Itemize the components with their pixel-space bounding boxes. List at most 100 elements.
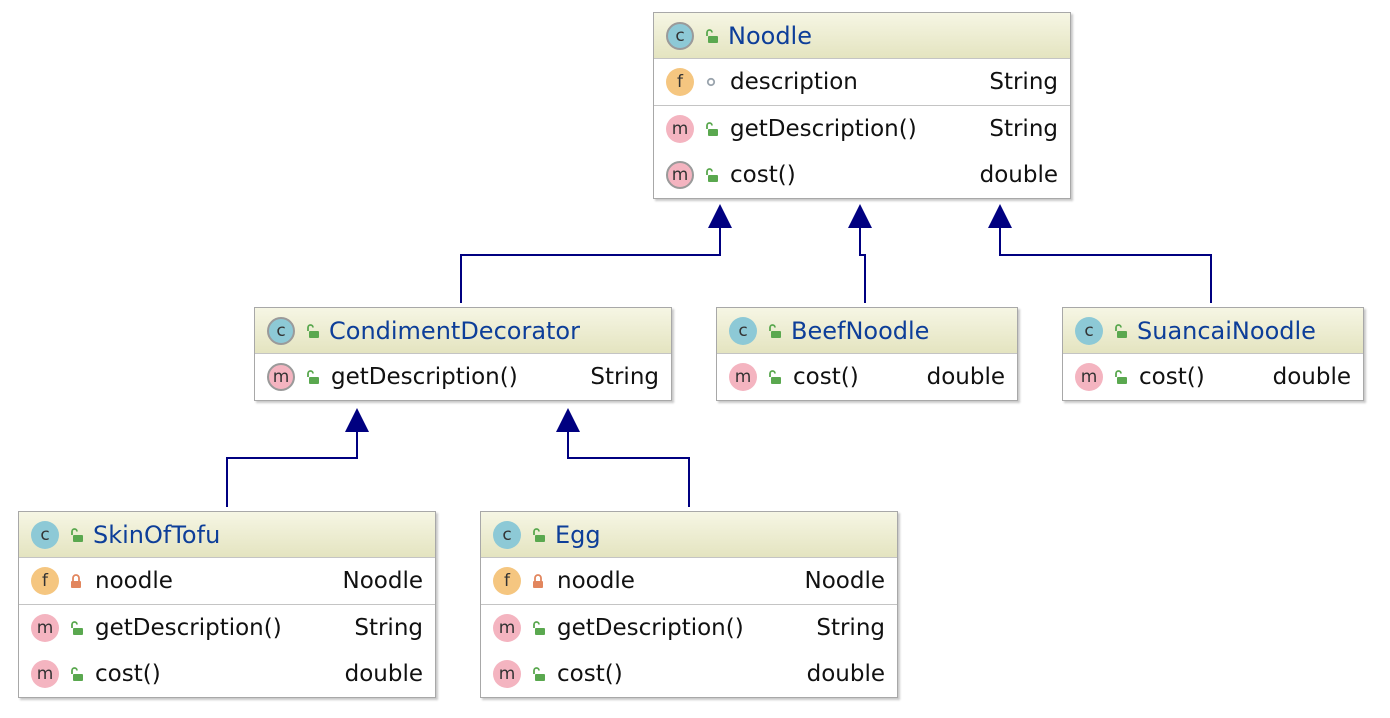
class-name: Egg xyxy=(555,520,601,549)
method-icon: m xyxy=(666,161,694,189)
edge-beef-to-noodle xyxy=(859,226,866,303)
method-icon: m xyxy=(493,614,521,642)
method-icon: m xyxy=(493,660,521,688)
field-name: noodle xyxy=(95,568,173,594)
package-dot-icon xyxy=(702,73,720,91)
method-icon: m xyxy=(1075,363,1103,391)
class-name: SkinOfTofu xyxy=(93,520,221,549)
class-header: c BeefNoodle xyxy=(717,308,1017,354)
method-return-type: String xyxy=(354,615,423,641)
arrowhead-to-noodle-right xyxy=(988,204,1012,228)
method-return-type: double xyxy=(926,364,1005,390)
field-icon: f xyxy=(666,68,694,96)
field-name: noodle xyxy=(557,568,635,594)
method-icon: m xyxy=(267,363,295,391)
unlocked-padlock-icon xyxy=(1111,368,1129,386)
class-header: c CondimentDecorator xyxy=(255,308,671,354)
edge-suancai-to-noodle xyxy=(999,226,1212,303)
class-box-suancai[interactable]: c SuancaiNoodle m cost() double xyxy=(1062,307,1364,401)
unlocked-padlock-icon xyxy=(765,322,783,340)
method-return-type: String xyxy=(989,116,1058,142)
method-return-type: double xyxy=(1272,364,1351,390)
locked-padlock-icon xyxy=(529,572,547,590)
method-return-type: double xyxy=(979,162,1058,188)
unlocked-padlock-icon xyxy=(702,120,720,138)
edge-egg-to-condiment xyxy=(567,430,690,507)
class-icon: c xyxy=(729,316,757,345)
methods-section: m cost() double xyxy=(1063,354,1363,400)
field-row: f noodle Noodle xyxy=(19,558,435,604)
field-icon: f xyxy=(31,567,59,595)
edge-condiment-to-noodle xyxy=(460,226,721,303)
methods-section: m cost() double xyxy=(717,354,1017,400)
method-row: m cost() double xyxy=(1063,354,1363,400)
method-row: m cost() double xyxy=(19,651,435,697)
method-row: m getDescription() String xyxy=(481,605,897,651)
methods-section: m getDescription() String m cost() double xyxy=(654,106,1070,198)
class-header: c SkinOfTofu xyxy=(19,512,435,558)
method-icon: m xyxy=(31,614,59,642)
edge-skin-to-condiment xyxy=(226,430,358,507)
unlocked-padlock-icon xyxy=(67,526,85,544)
method-icon: m xyxy=(729,363,757,391)
class-icon: c xyxy=(267,316,295,345)
class-header: c Noodle xyxy=(654,13,1070,59)
method-return-type: double xyxy=(806,661,885,687)
method-row: m cost() double xyxy=(654,152,1070,198)
unlocked-padlock-icon xyxy=(702,166,720,184)
method-icon: m xyxy=(31,660,59,688)
unlocked-padlock-icon xyxy=(529,619,547,637)
method-name: cost() xyxy=(730,162,796,188)
arrowhead-to-condiment-left xyxy=(345,408,369,432)
method-name: cost() xyxy=(95,661,161,687)
field-type: Noodle xyxy=(342,568,424,594)
unlocked-padlock-icon xyxy=(702,27,720,45)
methods-section: m getDescription() String m cost() double xyxy=(481,605,897,697)
unlocked-padlock-icon xyxy=(529,665,547,683)
method-name: getDescription() xyxy=(730,116,917,142)
method-row: m cost() double xyxy=(717,354,1017,400)
class-icon: c xyxy=(31,520,59,549)
method-name: cost() xyxy=(793,364,859,390)
class-box-beef[interactable]: c BeefNoodle m cost() double xyxy=(716,307,1018,401)
arrowhead-to-noodle-middle xyxy=(848,204,872,228)
field-type: String xyxy=(989,69,1058,95)
field-type: Noodle xyxy=(804,568,886,594)
fields-section: f noodle Noodle xyxy=(19,558,435,605)
method-name: cost() xyxy=(1139,364,1205,390)
class-header: c SuancaiNoodle xyxy=(1063,308,1363,354)
method-return-type: String xyxy=(816,615,885,641)
method-return-type: double xyxy=(344,661,423,687)
unlocked-padlock-icon xyxy=(529,526,547,544)
locked-padlock-icon xyxy=(67,572,85,590)
field-row: f noodle Noodle xyxy=(481,558,897,604)
method-row: m cost() double xyxy=(481,651,897,697)
class-name: BeefNoodle xyxy=(791,316,930,345)
unlocked-padlock-icon xyxy=(303,368,321,386)
class-name: Noodle xyxy=(728,21,812,50)
fields-section: f noodle Noodle xyxy=(481,558,897,605)
field-icon: f xyxy=(493,567,521,595)
class-icon: c xyxy=(666,21,694,50)
method-name: getDescription() xyxy=(557,615,744,641)
unlocked-padlock-icon xyxy=(1111,322,1129,340)
method-return-type: String xyxy=(590,364,659,390)
unlocked-padlock-icon xyxy=(303,322,321,340)
class-icon: c xyxy=(1075,316,1103,345)
method-name: cost() xyxy=(557,661,623,687)
class-name: CondimentDecorator xyxy=(329,316,580,345)
unlocked-padlock-icon xyxy=(67,619,85,637)
unlocked-padlock-icon xyxy=(765,368,783,386)
class-name: SuancaiNoodle xyxy=(1137,316,1316,345)
